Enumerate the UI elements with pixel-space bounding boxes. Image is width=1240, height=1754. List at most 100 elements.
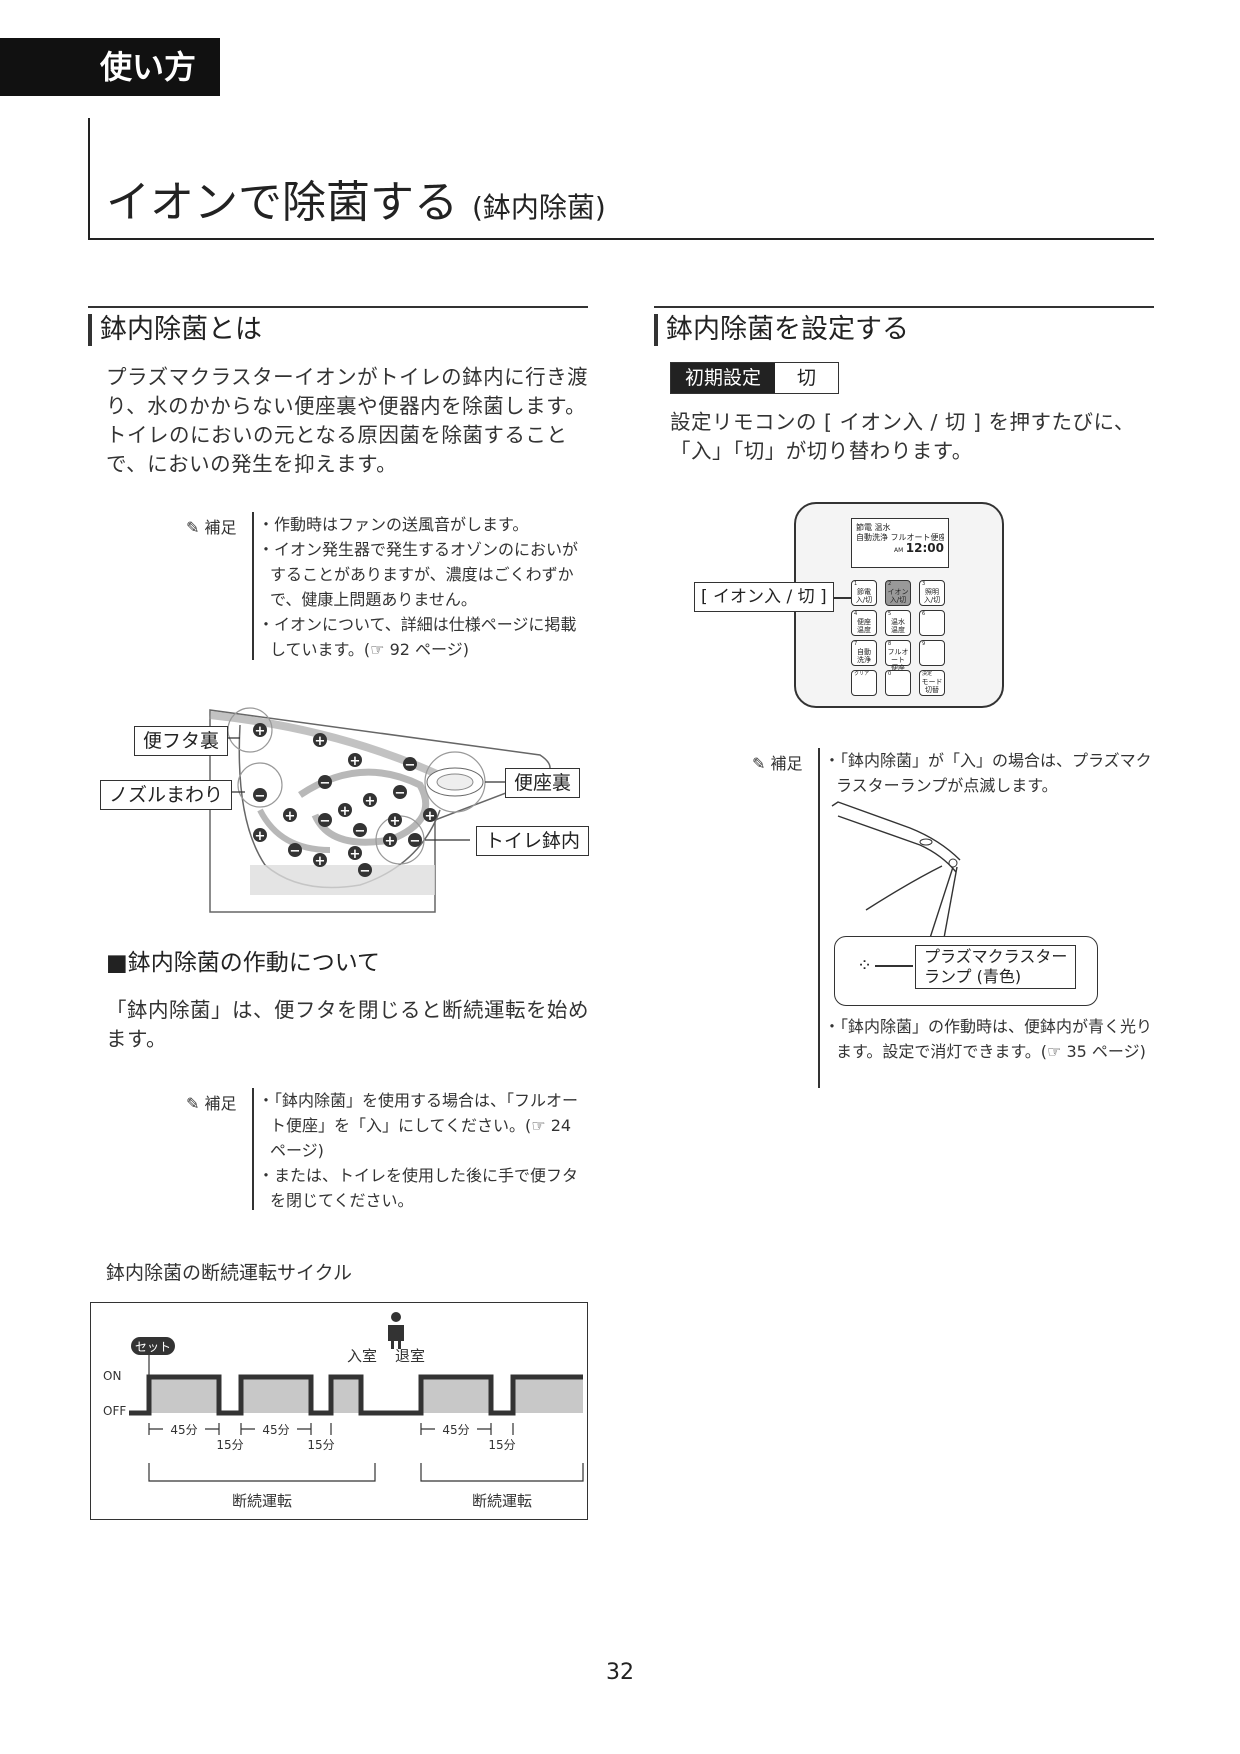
remote-button-label: モード: [921, 678, 943, 686]
remote-button[interactable]: 6: [919, 610, 945, 636]
intro-text: プラズマクラスターイオンがトイレの鉢内に行き渡り、水のかからない便座裏や便器内を…: [106, 365, 589, 476]
phase-label: 断続運転: [472, 1492, 532, 1510]
title-rule-horizontal: [88, 238, 1154, 240]
remote-button-label: フルオート: [887, 648, 909, 664]
svg-text:+: +: [315, 854, 326, 869]
pencil-icon: ✎: [186, 1094, 200, 1113]
remote-button-number: クリア: [854, 671, 870, 677]
right-section-bar: [654, 314, 658, 346]
remote-button-number: 5: [888, 611, 892, 617]
remote-button[interactable]: 0: [885, 670, 911, 696]
remote-button-number: 1: [854, 581, 858, 587]
ion-distribution-diagram: + + + − − + − + − + − − + − + + + + + − …: [209, 707, 551, 913]
svg-text:+: +: [390, 814, 401, 829]
remote-button-number: 8: [888, 641, 892, 647]
svg-text:+: +: [365, 794, 376, 809]
svg-text:+: +: [315, 734, 326, 749]
remote-button-number: 2: [888, 581, 892, 587]
lamp-illustration: [831, 801, 961, 939]
remote-button-label: 自動: [857, 648, 871, 656]
remote-button-label: 便座: [857, 618, 871, 626]
on-label: ON: [103, 1369, 121, 1383]
lamp-label: プラズマクラスター ランプ (青色): [915, 945, 1077, 989]
remote-button-label: 洗浄: [857, 656, 871, 664]
display-line2: 自動洗浄 フルオート便座: [856, 533, 944, 542]
remote-button-label: 節電: [857, 588, 871, 596]
on-duration-label: 45分: [170, 1423, 197, 1437]
remote-button-label: 温水: [891, 618, 905, 626]
set-badge: セット: [135, 1340, 171, 1354]
remote-button-label: 入/切: [923, 596, 941, 604]
left-section-rule: [88, 306, 588, 308]
on-duration-label: 45分: [442, 1423, 469, 1437]
remote-button-number: 7: [854, 641, 858, 647]
on-duration-label: 45分: [262, 1423, 289, 1437]
remote-button-label: 温度: [857, 626, 871, 634]
initial-setting-value: 切: [797, 367, 817, 389]
note1-rule: [252, 512, 254, 660]
page-title-sub: (鉢内除菌): [472, 191, 606, 224]
remote-button-label: イオン: [887, 588, 909, 596]
right-note-item2: ・「鉢内除菌」の作動時は、便鉢内が青く光ります。設定で消灯できます。(☞ 35 …: [824, 1017, 1153, 1061]
section-tag: 使い方: [0, 38, 220, 96]
remote-button-label: 入/切: [855, 596, 873, 604]
svg-text:+: +: [340, 804, 351, 819]
svg-text:+: +: [255, 829, 266, 844]
remote-button-number: 9: [922, 641, 926, 647]
operation-subhead: ■鉢内除菌の作動について: [106, 950, 381, 976]
remote-button-label: 照明: [925, 588, 939, 596]
remote-button[interactable]: 決定モード切替: [919, 670, 945, 696]
note2-item: ・「鉢内除菌」を使用する場合は、「フルオート便座」を「入」にしてください。(☞ …: [258, 1091, 579, 1160]
display-time: 12:00: [905, 541, 944, 555]
svg-text:−: −: [355, 824, 366, 839]
note1-label: ✎ 補足: [186, 518, 237, 537]
remote-button-number: 決定: [922, 671, 933, 677]
lamp-callout-box: ⁘ プラズマクラスター ランプ (青色): [834, 936, 1098, 1006]
remote-button-number: 4: [854, 611, 858, 617]
remote-button-label: 入/切: [889, 596, 907, 604]
note1-text: ・作動時はファンの送風音がします。 ・イオン発生器で発生するオゾンのにおいがする…: [258, 512, 588, 662]
label-seat-back: 便座裏: [505, 768, 581, 798]
note2-label: ✎ 補足: [186, 1094, 237, 1113]
remote-button[interactable]: クリア: [851, 670, 877, 696]
note2-text: ・「鉢内除菌」を使用する場合は、「フルオート便座」を「入」にしてください。(☞ …: [258, 1088, 588, 1213]
off-duration-label: 15分: [488, 1438, 515, 1452]
pencil-icon: ✎: [186, 518, 200, 537]
svg-text:−: −: [255, 789, 266, 804]
right-section-title: 鉢内除菌を設定する: [666, 314, 909, 345]
off-duration-label: 15分: [216, 1438, 243, 1452]
svg-text:+: +: [350, 754, 361, 769]
label-nozzle: ノズルまわり: [100, 780, 233, 810]
svg-text:+: +: [385, 834, 396, 849]
person-icon: [388, 1312, 404, 1349]
right-note-rule: [818, 748, 820, 1088]
title-rule-vertical: [88, 118, 90, 240]
right-section-rule: [654, 306, 1154, 308]
pencil-icon: ✎: [752, 754, 766, 773]
remote-button-label: 温度: [891, 626, 905, 634]
note1-item: ・イオン発生器で発生するオゾンのにおいがすることがありますが、濃度はごくわずかで…: [258, 540, 579, 609]
display-line1: 節電 温水: [856, 523, 891, 532]
svg-text:−: −: [320, 814, 331, 829]
cycle-caption: 鉢内除菌の断続運転サイクル: [106, 1262, 353, 1284]
remote-button-number: 0: [888, 671, 892, 677]
initial-setting: 初期設定 切: [670, 362, 840, 394]
initial-setting-label: 初期設定: [671, 363, 776, 393]
instruction-text: 設定リモコンの [ イオン入 / 切 ] を押すたびに、「入」「切」が切り替わり…: [670, 410, 1135, 463]
remote-button[interactable]: 9: [919, 640, 945, 666]
svg-text:−: −: [320, 776, 331, 791]
page-title-main: イオンで除菌する: [106, 177, 458, 228]
page-number: 32: [606, 1660, 634, 1685]
off-duration-label: 15分: [307, 1438, 334, 1452]
right-note-item1: ・「鉢内除菌」が「入」の場合は、プラズマクラスターランプが点滅します。: [824, 751, 1152, 795]
remote-button-number: 6: [922, 611, 926, 617]
cycle-chart: セット ON OFF 入室 退室 45分 45分 45分: [103, 1312, 584, 1510]
